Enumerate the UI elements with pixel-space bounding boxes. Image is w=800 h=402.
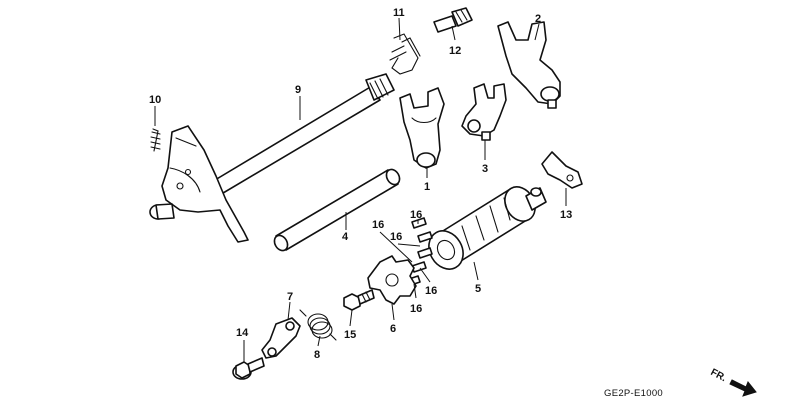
- hex-bolt-part[interactable]: [343, 289, 375, 311]
- leader-lines: [154, 17, 567, 362]
- callout-16-d: 16: [425, 285, 437, 297]
- callout-14: 14: [236, 327, 249, 339]
- callout-8: 8: [314, 349, 320, 361]
- front-direction-indicator: FR.: [709, 367, 757, 397]
- callout-11: 11: [393, 7, 405, 19]
- callout-13: 13: [560, 209, 572, 221]
- shift-spindle-part[interactable]: [149, 73, 395, 243]
- callout-16-a: 16: [410, 209, 422, 221]
- part-callouts: 9 10 4 11 12 2 1 3 5 13 6 7 8 15 14 16 1…: [149, 7, 572, 361]
- shift-fork-right-part[interactable]: [461, 83, 507, 141]
- shift-drum-part[interactable]: [422, 181, 547, 275]
- front-direction-label: FR.: [709, 367, 729, 384]
- pin-bolt-part[interactable]: [433, 7, 473, 33]
- stopper-spring-part[interactable]: [299, 309, 337, 341]
- callout-4: 4: [342, 231, 349, 243]
- stopper-arm-part[interactable]: [261, 317, 301, 359]
- callout-7: 7: [287, 291, 293, 303]
- callout-3: 3: [482, 163, 488, 175]
- drawing-code: GE2P-E1000: [604, 388, 663, 399]
- fork-shaft-part[interactable]: [272, 167, 402, 253]
- return-spring-part[interactable]: [150, 128, 161, 152]
- callout-15: 15: [344, 329, 356, 341]
- callout-9: 9: [295, 84, 301, 96]
- callout-16-c: 16: [390, 231, 402, 243]
- callout-10: 10: [149, 94, 161, 106]
- flange-bolt-part[interactable]: [232, 357, 265, 380]
- callout-2: 2: [535, 13, 541, 25]
- callout-12: 12: [449, 45, 461, 57]
- drum-stopper-plate-part[interactable]: [541, 151, 583, 189]
- callout-6: 6: [390, 323, 396, 335]
- shift-fork-center-part[interactable]: [399, 87, 445, 169]
- dowel-pins-part[interactable]: [405, 217, 433, 287]
- front-arrow-icon: [729, 379, 757, 397]
- spring-clip-part[interactable]: [389, 33, 421, 75]
- drum-center-plate-part[interactable]: [367, 255, 417, 305]
- callout-1: 1: [424, 181, 430, 193]
- callout-16-e: 16: [410, 303, 422, 315]
- callout-5: 5: [475, 283, 481, 295]
- callout-16-b: 16: [372, 219, 384, 231]
- shift-fork-top-part[interactable]: [497, 21, 561, 109]
